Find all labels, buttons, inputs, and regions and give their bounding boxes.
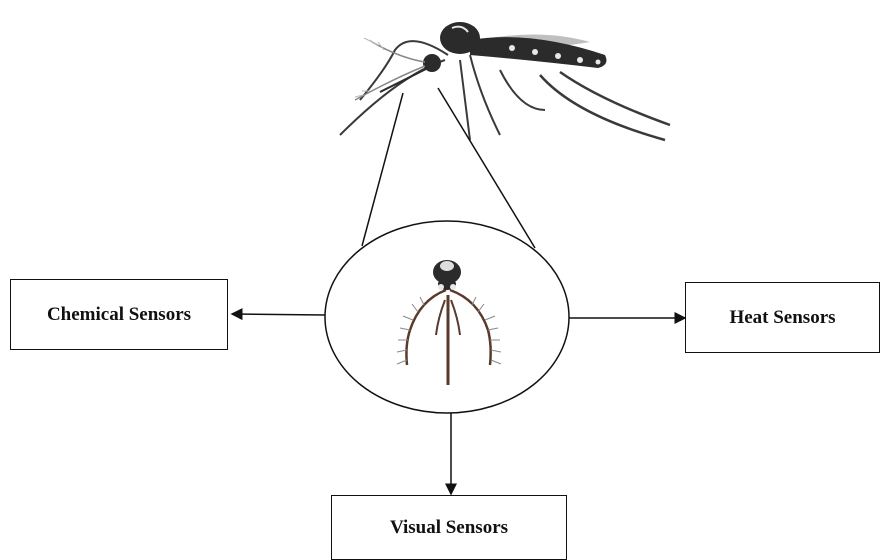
arrow-to-chemical [232,314,325,315]
chemical-sensors-label: Chemical Sensors [47,304,191,326]
visual-sensors-label: Visual Sensors [390,517,508,539]
heat-sensors-box: Heat Sensors [685,282,880,353]
zoom-line-left [362,93,403,246]
heat-sensors-label: Heat Sensors [729,307,835,329]
chemical-sensors-box: Chemical Sensors [10,279,228,350]
visual-sensors-box: Visual Sensors [331,495,567,560]
mosquito-icon [340,22,670,140]
